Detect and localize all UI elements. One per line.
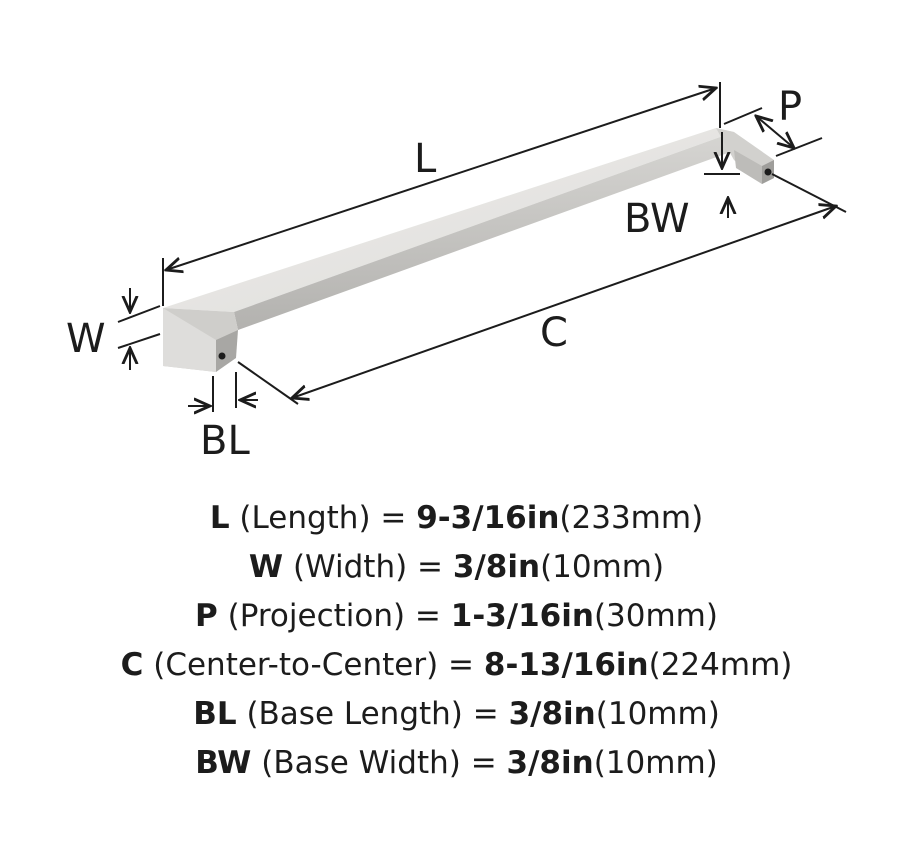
left-screw-hole (218, 352, 226, 360)
spec-key: P (195, 598, 218, 634)
center-to-center-dimension: C (237, 173, 847, 405)
spec-imperial: 9-3/16in (416, 500, 560, 536)
spec-name: (Center-to-Center) = (143, 647, 484, 683)
spec-metric: (10mm) (593, 745, 718, 781)
spec-name: (Projection) = (217, 598, 451, 634)
spec-key: C (120, 647, 144, 683)
spec-width: W (Width) = 3/8in(10mm) (0, 543, 913, 592)
spec-key: BW (195, 745, 252, 781)
handle-dimension-diagram: L P BW C W BL (66, 82, 847, 464)
spec-imperial: 8-13/16in (483, 647, 649, 683)
spec-base-length: BL (Base Length) = 3/8in(10mm) (0, 690, 913, 739)
right-leg-front (734, 150, 762, 184)
right-screw-hole (764, 168, 772, 176)
spec-key: L (209, 500, 230, 536)
width-dimension: W (66, 288, 161, 370)
spec-center-to-center: C (Center-to-Center) = 8-13/16in(224mm) (0, 641, 913, 690)
spec-name: (Length) = (229, 500, 417, 536)
spec-imperial: 3/8in (508, 696, 596, 732)
spec-name: (Width) = (283, 549, 453, 585)
label-BL: BL (200, 418, 250, 464)
spec-metric: (30mm) (593, 598, 718, 634)
spec-metric: (10mm) (540, 549, 665, 585)
label-C: C (540, 310, 568, 356)
projection-dimension: P (723, 84, 823, 157)
spec-projection: P (Projection) = 1-3/16in(30mm) (0, 592, 913, 641)
label-L: L (414, 136, 437, 182)
left-leg-side (216, 330, 238, 372)
spec-length: L (Length) = 9-3/16in(233mm) (0, 494, 913, 543)
spec-imperial: 3/8in (506, 745, 594, 781)
spec-imperial: 3/8in (452, 549, 541, 585)
spec-key: W (248, 549, 284, 585)
left-leg-front (163, 308, 216, 372)
length-dimension: L (162, 82, 721, 306)
spec-metric: (224mm) (648, 647, 793, 683)
label-P: P (778, 84, 802, 130)
label-W: W (66, 316, 106, 362)
base-length-dimension: BL (188, 372, 258, 464)
dimension-specs-list: L (Length) = 9-3/16in(233mm) W (Width) =… (0, 494, 913, 788)
spec-key: BL (193, 696, 237, 732)
spec-metric: (10mm) (595, 696, 720, 732)
spec-base-width: BW (Base Width) = 3/8in(10mm) (0, 739, 913, 788)
label-BW: BW (624, 196, 690, 242)
spec-name: (Base Width) = (251, 745, 507, 781)
spec-metric: (233mm) (559, 500, 704, 536)
spec-name: (Base Length) = (236, 696, 509, 732)
spec-imperial: 1-3/16in (450, 598, 594, 634)
